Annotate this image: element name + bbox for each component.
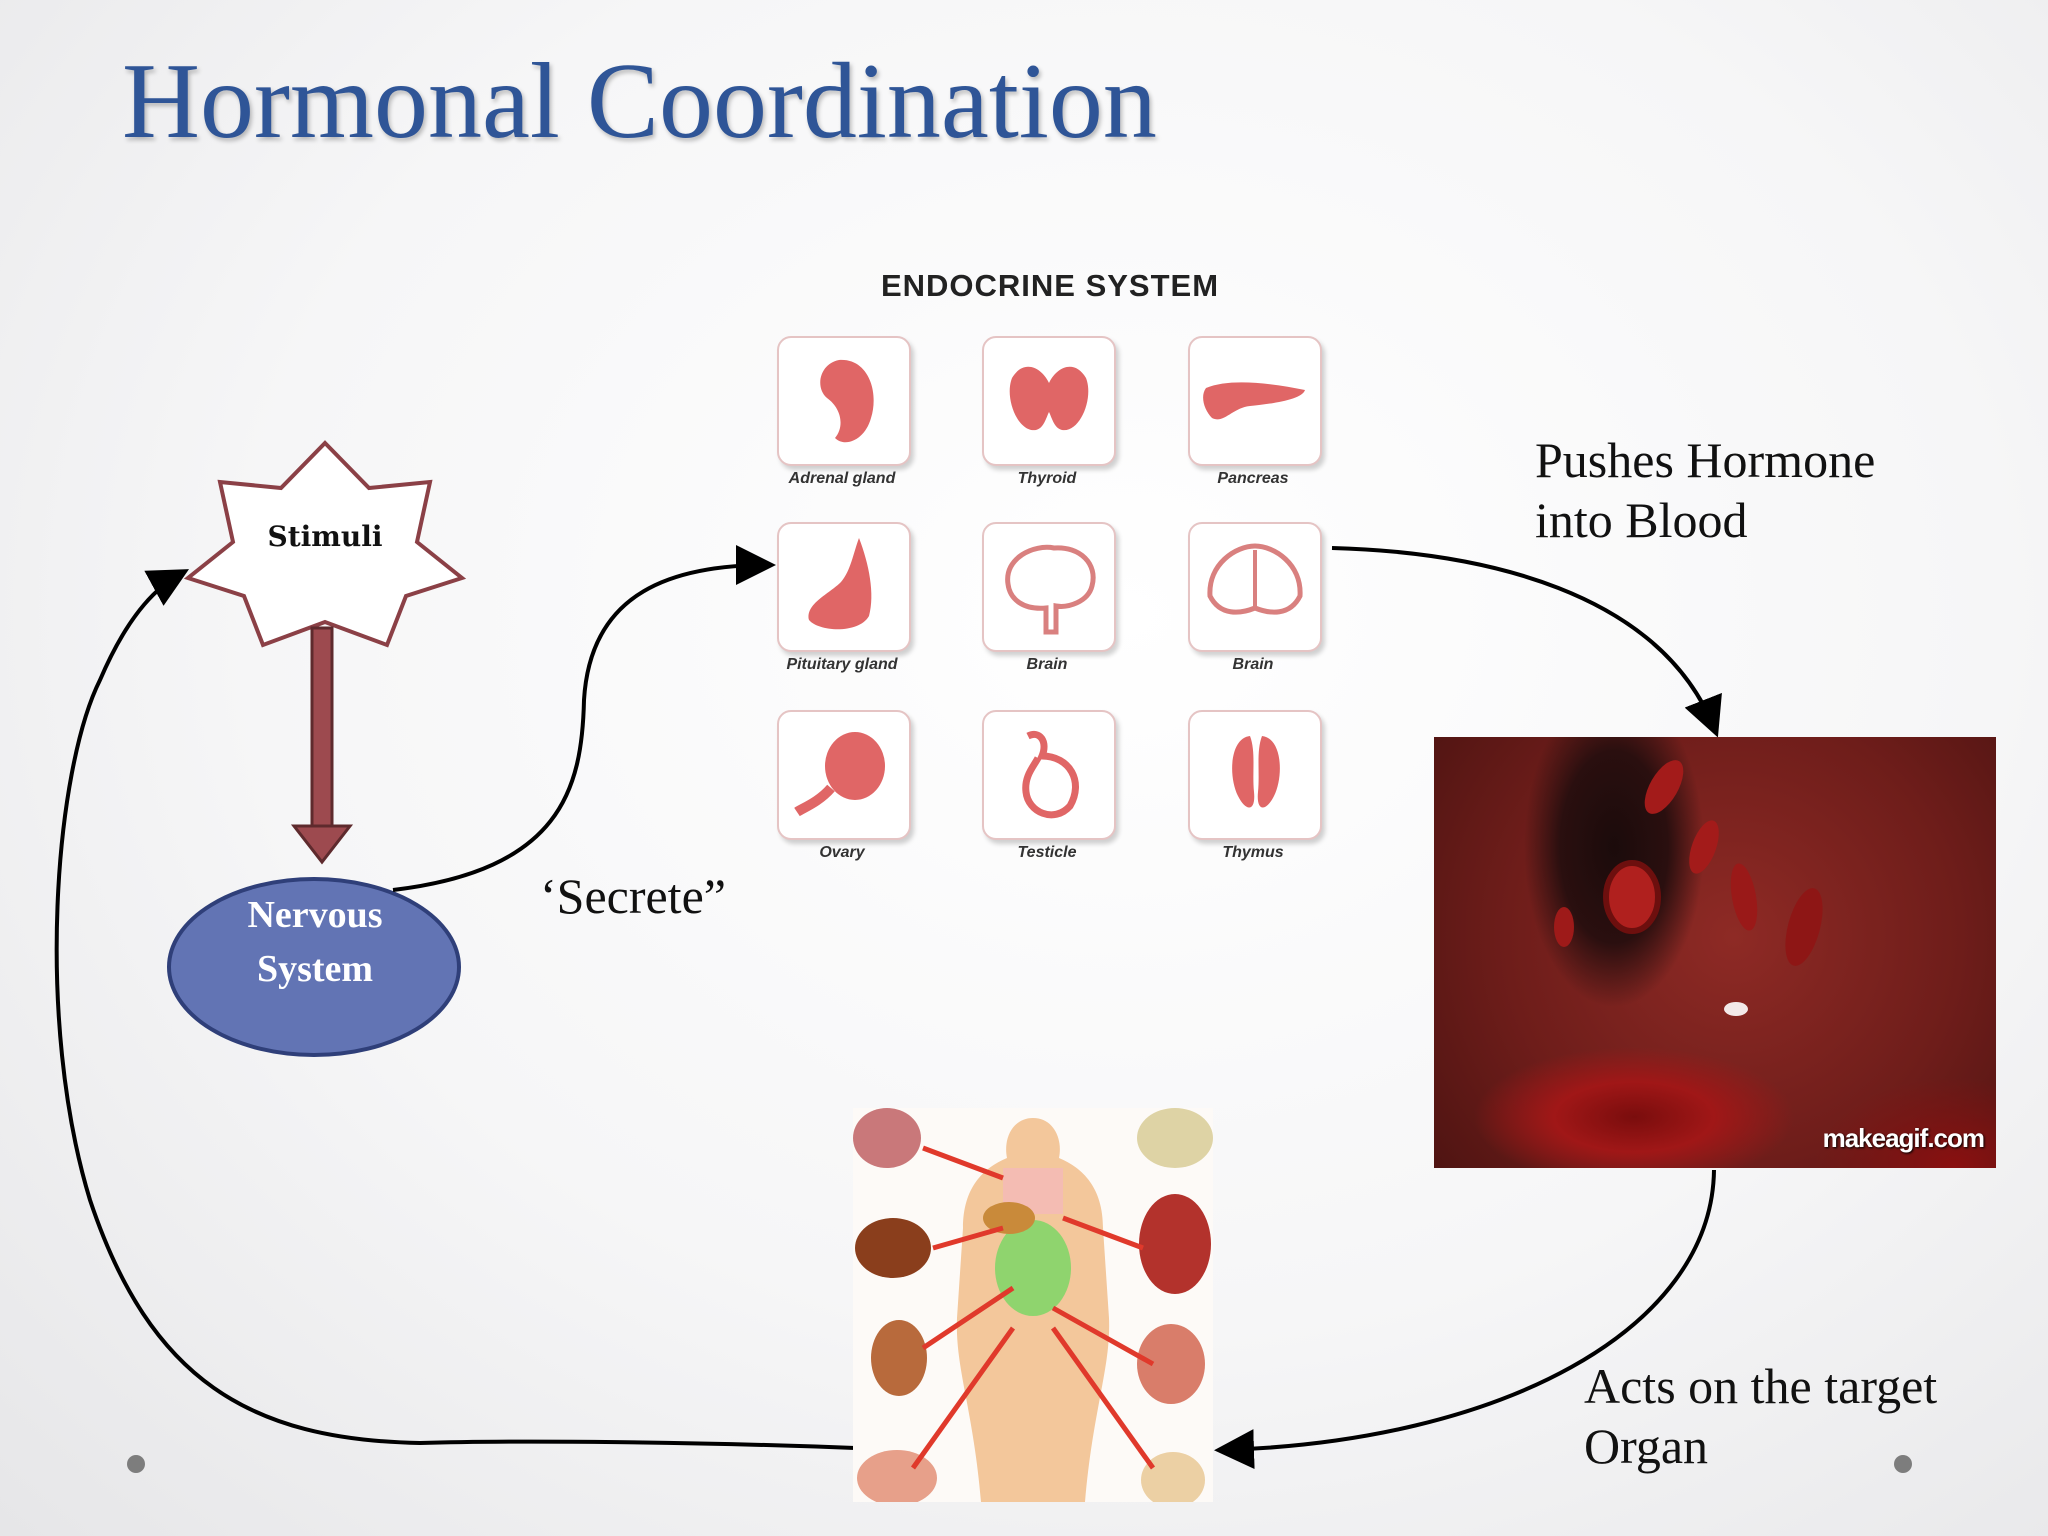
tile-adrenal-gland [777,336,911,466]
slide-dot-left [127,1455,145,1473]
gland-label-1: Adrenal gland [788,470,896,487]
tile-ovary [777,710,911,840]
gland-label-7: Ovary [819,844,865,861]
target-organs-image [853,1108,1213,1502]
thyroid-icon [1009,366,1089,431]
nervous-system-line-2: System [256,948,374,990]
blood-vessel-image: makeagif.com [1434,737,1996,1168]
ovary-icon [794,732,885,817]
gland-label-8: Testicle [1017,844,1077,861]
block-arrow-down [290,626,354,865]
acts-line-1: Acts on the target [1584,1358,1938,1414]
pancreas-icon [1203,382,1305,420]
tile-brain-2 [1188,522,1322,652]
gland-label-3: Pancreas [1217,470,1289,487]
gland-label-9: Thymus [1222,844,1284,861]
tile-thymus [1188,710,1322,840]
secrete-label: ‘Secrete” [540,868,726,924]
feedback-arrow [54,569,856,1450]
gland-label-5: Brain [1026,656,1068,673]
brain-section-icon [1207,543,1303,615]
acts-line-2: Organ [1584,1418,1709,1474]
endocrine-title: ENDOCRINE SYSTEM [880,268,1220,303]
tile-pancreas [1188,336,1322,466]
testicle-icon [1022,731,1079,819]
tile-testicle [982,710,1116,840]
secrete-arrow [392,545,776,892]
stimuli-star-shape [183,440,467,648]
human-body-organs-illustration [853,1108,1213,1502]
nervous-system-line-1: Nervous [247,894,383,936]
tile-thyroid [982,336,1116,466]
brain-icon [1005,544,1096,635]
gland-label-2: Thyroid [1017,470,1077,487]
red-blood-cells-illustration [1554,760,1823,1016]
makeagif-watermark: makeagif.com [1822,1123,1985,1153]
pushes-hormone-label: Pushes Hormone into Blood [1535,430,1875,550]
slide-dot-right [1894,1455,1912,1473]
pituitary-icon [808,538,872,630]
gland-label-4: Pituitary gland [786,656,898,673]
nervous-system-label: Nervous System [170,888,460,996]
acts-arrow [1214,1169,1716,1470]
pushes-line-2: into Blood [1535,492,1748,548]
gland-label-6: Brain [1232,656,1274,673]
acts-on-target-label: Acts on the target Organ [1584,1356,1937,1476]
pushes-line-1: Pushes Hormone [1535,432,1876,488]
nervous-system-ellipse [167,877,461,1057]
slide-title: Hormonal Coordination [122,42,1157,161]
stimuli-label: Stimuli [267,520,383,553]
pushes-arrow [1331,546,1722,738]
thymus-icon [1232,736,1280,808]
tile-brain-1 [982,522,1116,652]
kidney-icon [820,359,874,443]
tile-pituitary-gland [777,522,911,652]
